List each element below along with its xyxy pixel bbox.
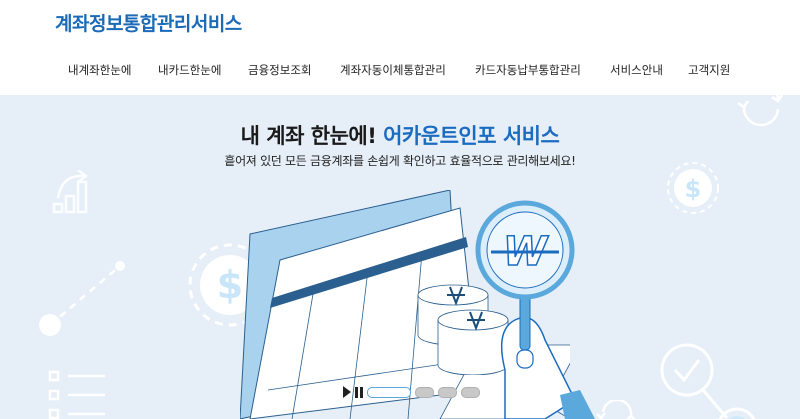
connector-line-icon: [39, 261, 125, 336]
refresh-icon: [596, 400, 636, 419]
nav-financial-info[interactable]: 금융정보조회: [248, 63, 312, 77]
main-nav: 내계좌한눈에 내카드한눈에 금융정보조회 계좌자동이체통합관리 카드자동납부통합…: [0, 62, 800, 84]
bar-chart-icon: [52, 170, 89, 214]
slide-indicator-3[interactable]: [438, 386, 457, 398]
slide-indicator-1[interactable]: [367, 386, 411, 398]
check-circle-icon: [660, 343, 756, 419]
dollar-coin-small-icon: $: [667, 162, 719, 214]
play-button[interactable]: [343, 386, 351, 398]
hero-banner[interactable]: 내 계좌 한눈에! 어카운트인포 서비스 흩어져 있던 모든 금융계좌를 손쉽게…: [0, 95, 800, 419]
hero-title: 내 계좌 한눈에! 어카운트인포 서비스: [240, 124, 560, 148]
nav-account-autotransfer[interactable]: 계좌자동이체통합관리: [340, 63, 446, 77]
refresh-icon: [737, 95, 784, 127]
pause-button[interactable]: [355, 386, 363, 398]
svg-text:$: $: [685, 175, 702, 203]
nav-my-cards[interactable]: 내카드한눈에: [158, 63, 222, 77]
nav-service-guide[interactable]: 서비스안내: [610, 63, 663, 77]
hero-subtitle: 흩어져 있던 모든 금융계좌를 손쉽게 확인하고 효율적으로 관리해보세요!: [224, 154, 576, 168]
folder-illustration: [240, 190, 570, 419]
won-magnifier-icon: W: [475, 200, 595, 419]
site-header: 계좌정보통합관리서비스 내계좌한눈에 내카드한눈에 금융정보조회 계좌자동이체통…: [0, 0, 800, 95]
hero-title-accent: 어카운트인포 서비스: [383, 124, 560, 148]
site-logo[interactable]: 계좌정보통합관리서비스: [55, 13, 242, 35]
won-coin-stack-icon: [417, 284, 509, 375]
dollar-coin-icon: $: [188, 243, 262, 327]
nav-customer-support[interactable]: 고객지원: [688, 63, 731, 77]
slide-indicator-2[interactable]: [415, 386, 434, 398]
slider-controls: [343, 383, 480, 401]
slide-indicator-4[interactable]: [461, 386, 480, 398]
nav-my-accounts[interactable]: 내계좌한눈에: [68, 63, 132, 77]
svg-text:$: $: [217, 263, 243, 307]
checklist-icon: [48, 370, 105, 419]
nav-card-autopay[interactable]: 카드자동납부통합관리: [475, 63, 581, 77]
